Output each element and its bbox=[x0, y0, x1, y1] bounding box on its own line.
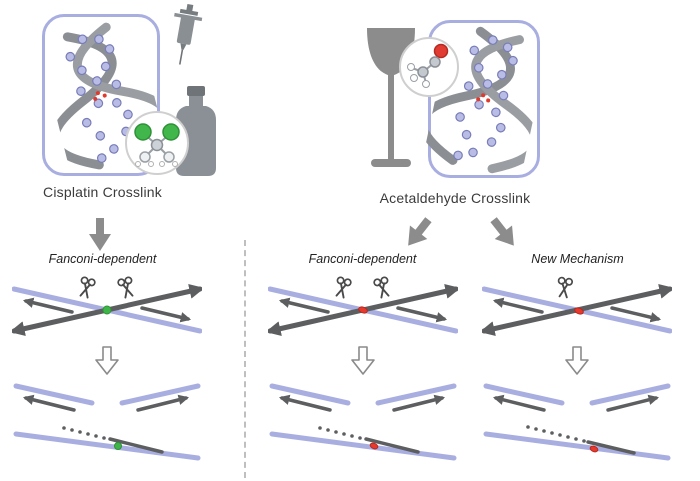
cisplatin-lesion-dot bbox=[102, 305, 112, 315]
acetaldehyde-left-branch-arrow-icon bbox=[398, 212, 438, 254]
scissors-icon bbox=[76, 276, 97, 300]
new-mechanism-resolved-strands-diagram bbox=[483, 383, 671, 461]
cisplatin-crosslink-label: Cisplatin Crosslink bbox=[43, 184, 162, 200]
cisplatin-dna-box bbox=[42, 14, 160, 176]
acetaldehyde-right-branch-arrow-icon bbox=[484, 212, 524, 254]
acetaldehyde-crosslink-label: Acetaldehyde Crosslink bbox=[379, 190, 531, 206]
new-mechanism-label: New Mechanism bbox=[531, 252, 624, 266]
acetaldehyde-dna-box bbox=[428, 20, 540, 178]
carbon-atom bbox=[429, 56, 441, 68]
acetaldehyde-lesion-dot bbox=[358, 306, 368, 314]
acetaldehyde-fanconi-resolved-strands-diagram bbox=[269, 383, 457, 461]
scissors-icon bbox=[555, 276, 574, 299]
cisplatin-lesion-dot bbox=[114, 442, 122, 450]
new-synthesis-beads bbox=[318, 426, 362, 440]
acetaldehyde-molecule-icon bbox=[399, 37, 459, 97]
chlorine-atom bbox=[134, 123, 152, 141]
new-synthesis-beads bbox=[526, 425, 586, 443]
scissors-icon bbox=[332, 276, 353, 300]
new-mechanism-crossed-strands-diagram bbox=[482, 276, 672, 337]
scissors-icon bbox=[116, 276, 137, 300]
cisplatin-down-arrow-icon bbox=[88, 218, 112, 252]
cisplatin-fanconi-label: Fanconi-dependent bbox=[48, 252, 157, 266]
scissors-icon bbox=[372, 276, 393, 300]
carbon-atom bbox=[417, 66, 429, 78]
acetaldehyde-lesion-dot bbox=[369, 442, 379, 450]
outline-down-arrow-icon bbox=[350, 346, 376, 376]
platinum-atom bbox=[150, 138, 164, 152]
chlorine-atom bbox=[162, 123, 180, 141]
oxygen-atom bbox=[433, 43, 449, 59]
dashed-divider bbox=[244, 240, 246, 478]
outline-down-arrow-icon bbox=[94, 346, 120, 376]
acetaldehyde-lesion-dot bbox=[574, 307, 584, 315]
medicine-vial-icon bbox=[176, 86, 216, 176]
acetaldehyde-fanconi-label: Fanconi-dependent bbox=[308, 252, 417, 266]
new-synthesis-beads bbox=[62, 426, 106, 440]
cisplatin-molecule-icon bbox=[125, 111, 189, 175]
syringe-icon bbox=[174, 3, 203, 65]
cisplatin-crossed-strands-diagram bbox=[12, 276, 202, 337]
acetaldehyde-fanconi-crossed-strands-diagram bbox=[268, 276, 458, 337]
cisplatin-resolved-strands-diagram bbox=[13, 383, 201, 461]
outline-down-arrow-icon bbox=[564, 346, 590, 376]
acetaldehyde-lesion-dot bbox=[589, 445, 599, 453]
